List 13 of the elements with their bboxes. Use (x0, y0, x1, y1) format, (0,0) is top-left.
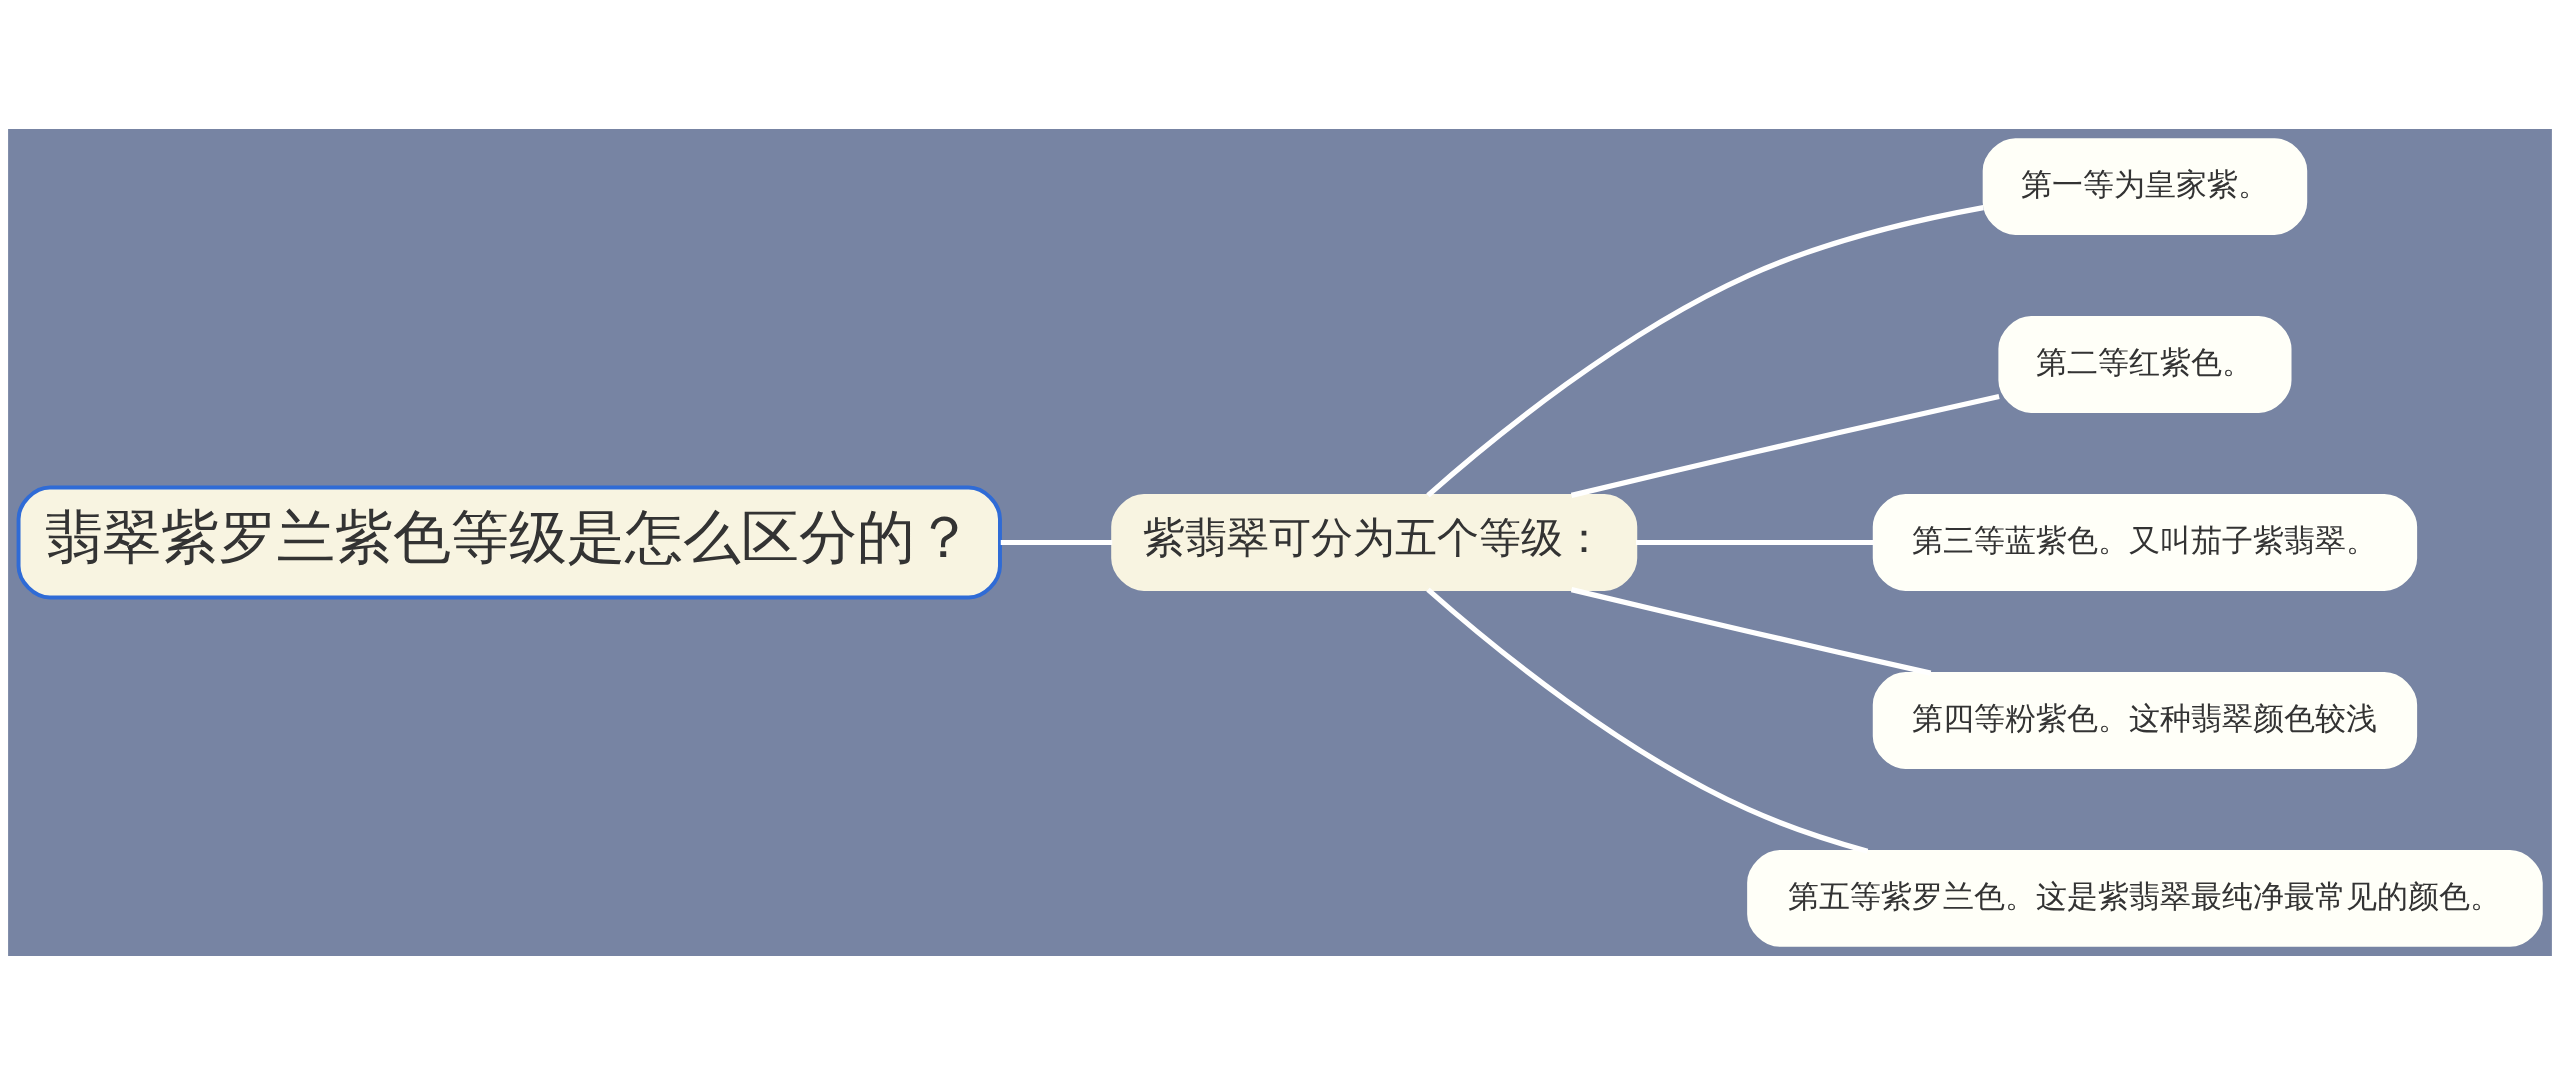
connector (1426, 205, 1984, 498)
connector (1426, 587, 1869, 854)
node-box: 紫翡翠可分为五个等级： (1111, 494, 1638, 591)
node-box: 第四等粉紫色。这种翡翠颜色较浅 (1872, 672, 2418, 769)
connector (1636, 539, 1874, 546)
connector (1570, 587, 1932, 676)
node-box: 翡翠紫罗兰紫色等级是怎么区分的？ (16, 485, 1002, 600)
node-box: 第二等红紫色。 (1998, 316, 2292, 413)
node-box: 第五等紫罗兰色。这是紫翡翠最纯净最常见的颜色。 (1747, 850, 2543, 947)
node-box: 第三等蓝紫色。又叫茄子紫翡翠。 (1872, 494, 2418, 591)
connector (1570, 393, 2000, 498)
connector (1000, 539, 1113, 546)
node-box: 第一等为皇家紫。 (1982, 138, 2308, 235)
